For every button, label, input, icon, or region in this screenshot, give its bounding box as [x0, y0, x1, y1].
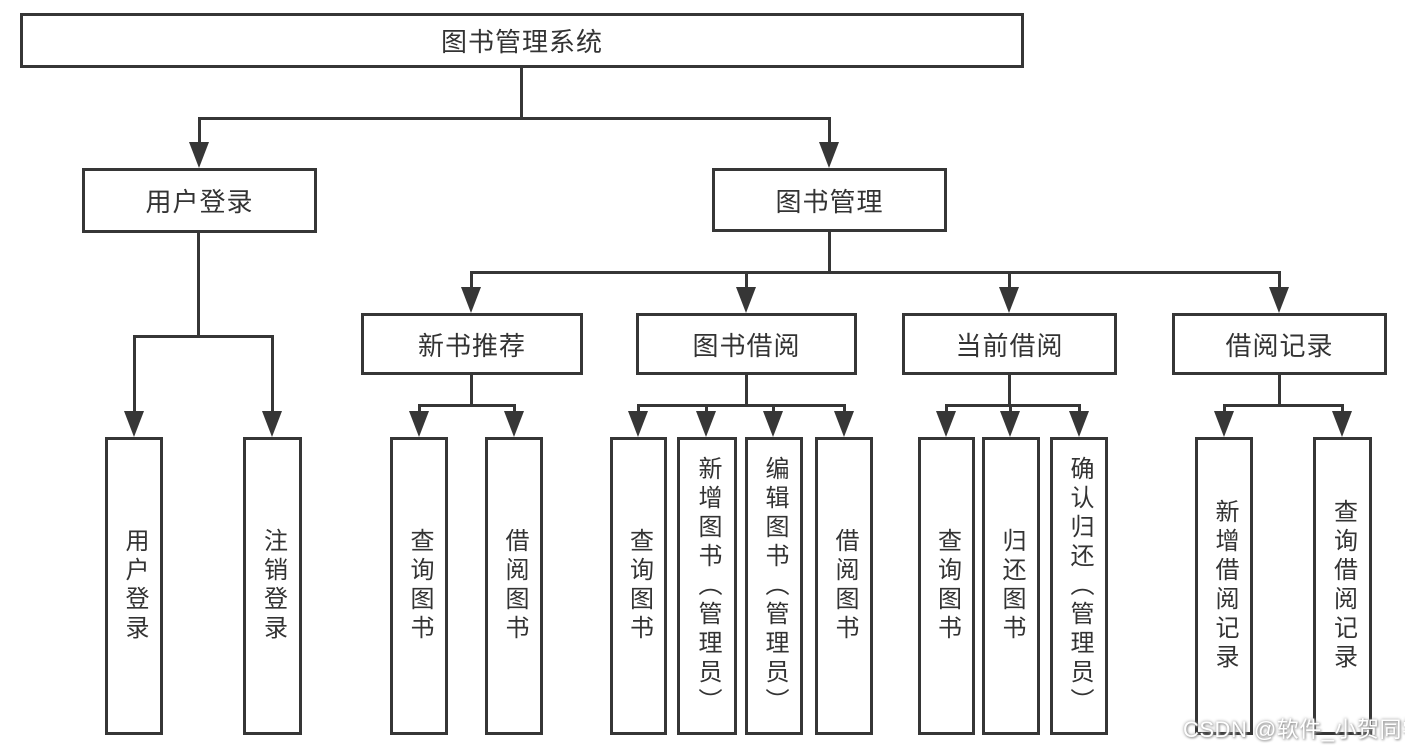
- leaf-return-books: 归还图书: [982, 437, 1040, 735]
- connector-stem: [637, 404, 640, 416]
- leaf-label: 查询借阅记录: [1329, 499, 1357, 673]
- connector-stem: [198, 117, 201, 146]
- arrow-down-icon: [262, 411, 282, 437]
- connector-drop: [1278, 375, 1281, 406]
- connector-drop: [470, 375, 473, 406]
- connector-stem: [271, 335, 274, 413]
- connector-root-drop: [520, 68, 523, 119]
- leaf-label: 新增借阅记录: [1211, 499, 1238, 673]
- connector-stem: [745, 271, 748, 291]
- connector-stem: [1008, 271, 1011, 291]
- connector-rail: [418, 404, 516, 407]
- connector-stem: [418, 404, 421, 416]
- leaf-add-borrow-record: 新增借阅记录: [1195, 437, 1253, 735]
- arrow-down-icon: [834, 411, 854, 437]
- arrow-down-icon: [504, 411, 524, 437]
- leaf-user-login: 用户登录: [105, 437, 163, 735]
- csdn-watermark: CSDN @软件_小贺同学: [1183, 717, 1405, 742]
- arrow-down-icon: [628, 411, 648, 437]
- connector-drop: [745, 375, 748, 406]
- leaf-label: 借阅图书: [501, 528, 528, 644]
- leaf-label: 查询图书: [933, 528, 961, 644]
- connector-stem: [945, 404, 948, 416]
- arrow-down-icon: [189, 142, 209, 168]
- connector-stem: [513, 404, 516, 416]
- node-label: 新书推荐: [417, 330, 526, 361]
- leaf-label: 查询图书: [625, 528, 653, 644]
- arrow-down-icon: [696, 411, 716, 437]
- node-borrowing-records: 借阅记录: [1172, 313, 1387, 375]
- leaf-label: 归还图书: [998, 528, 1025, 644]
- arrow-down-icon: [409, 411, 429, 437]
- leaf-query-borrow-record: 查询借阅记录: [1313, 437, 1372, 735]
- arrow-down-icon: [124, 411, 144, 437]
- connector-drop: [1008, 375, 1011, 406]
- node-user-login: 用户登录: [82, 168, 317, 233]
- connector-rail: [1223, 404, 1344, 407]
- leaf-borrow-books-recommend: 借阅图书: [485, 437, 543, 735]
- node-current-borrowing: 当前借阅: [902, 313, 1117, 375]
- connector-stem: [1078, 404, 1081, 416]
- leaf-label: 查询图书: [406, 528, 433, 644]
- connector-stem: [1223, 404, 1226, 416]
- leaf-label: 新增图书（管理员）: [694, 455, 721, 717]
- arrow-down-icon: [736, 287, 756, 313]
- arrow-down-icon: [999, 287, 1019, 313]
- connector-stem: [705, 404, 708, 416]
- connector-stem: [1009, 404, 1012, 416]
- leaf-logout: 注销登录: [243, 437, 302, 735]
- connector-rail: [637, 404, 846, 407]
- connector-stem: [1341, 404, 1344, 416]
- leaf-confirm-return-admin: 确认归还（管理员）: [1050, 437, 1108, 735]
- node-label: 图书借阅: [692, 330, 801, 361]
- node-label: 当前借阅: [955, 330, 1064, 361]
- leaf-label: 编辑图书（管理员）: [761, 455, 788, 717]
- connector-rail: [945, 404, 1081, 407]
- node-label: 图书管理: [775, 186, 884, 217]
- connector-stem: [1278, 271, 1281, 291]
- connector-level2-rail: [198, 117, 831, 120]
- leaf-label: 用户登录: [121, 528, 148, 644]
- node-label: 图书管理系统: [440, 27, 603, 57]
- leaf-label: 确认归还（管理员）: [1066, 455, 1093, 717]
- connector-level3-rail: [471, 271, 1281, 274]
- leaf-query-books-borrowing: 查询图书: [610, 437, 667, 735]
- connector-stem: [828, 117, 831, 146]
- node-new-book-recommendation: 新书推荐: [361, 313, 583, 375]
- connector-stem: [843, 404, 846, 416]
- leaf-query-books-recommend: 查询图书: [390, 437, 448, 735]
- leaf-label: 注销登录: [259, 528, 287, 644]
- connector-stem: [772, 404, 775, 416]
- arrow-down-icon: [1069, 411, 1089, 437]
- node-library-management-system: 图书管理系统: [20, 13, 1024, 68]
- connector-stem: [470, 271, 473, 291]
- node-book-borrowing: 图书借阅: [636, 313, 857, 375]
- connector-stem: [133, 335, 136, 413]
- arrow-down-icon: [1332, 411, 1352, 437]
- arrow-down-icon: [819, 142, 839, 168]
- connector-user-login-drop: [197, 233, 200, 337]
- arrow-down-icon: [461, 287, 481, 313]
- node-label: 借阅记录: [1225, 330, 1334, 361]
- leaf-query-books-current: 查询图书: [918, 437, 975, 735]
- leaf-label: 借阅图书: [831, 528, 858, 644]
- connector-user-login-rail: [133, 335, 274, 338]
- arrow-down-icon: [1269, 287, 1289, 313]
- arrow-down-icon: [1214, 411, 1234, 437]
- connector-book-mgmt-drop: [828, 232, 831, 273]
- arrow-down-icon: [936, 411, 956, 437]
- leaf-add-book-admin: 新增图书（管理员）: [677, 437, 737, 735]
- arrow-down-icon: [1000, 411, 1020, 437]
- leaf-borrow-books-borrowing: 借阅图书: [815, 437, 873, 735]
- arrow-down-icon: [763, 411, 783, 437]
- node-label: 用户登录: [145, 187, 254, 217]
- node-book-management: 图书管理: [712, 168, 947, 232]
- leaf-edit-book-admin: 编辑图书（管理员）: [745, 437, 803, 735]
